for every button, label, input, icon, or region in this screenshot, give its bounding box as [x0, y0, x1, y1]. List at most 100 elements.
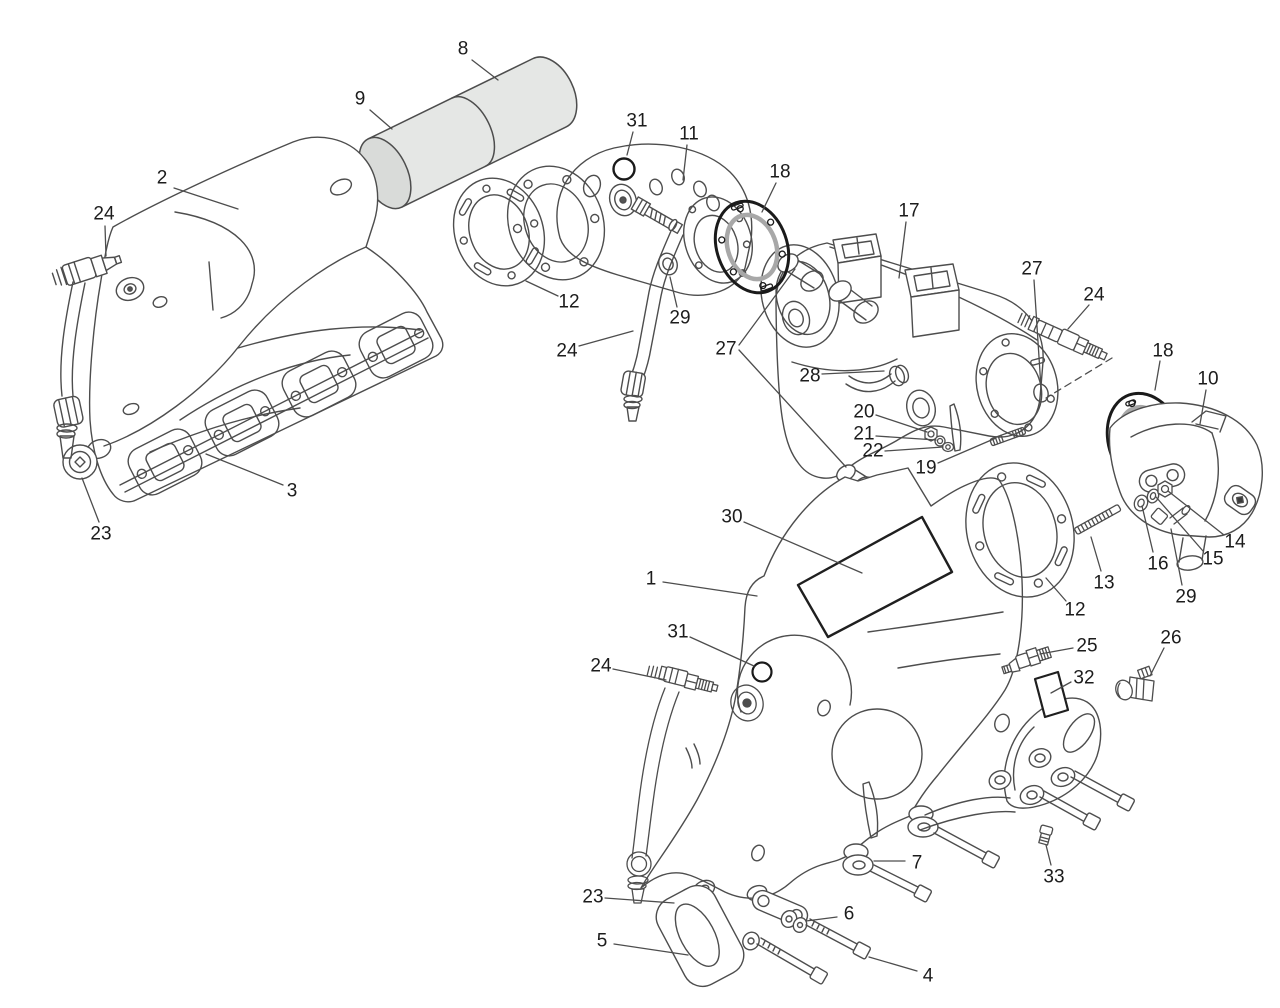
callout-leader-11: [682, 144, 688, 181]
callout-leader-31: [626, 131, 634, 156]
callout-label-23: 23: [90, 524, 111, 545]
callout-leader-12: [525, 280, 559, 297]
part-27-spout-upper: [777, 253, 824, 292]
callout-label-17: 17: [898, 201, 919, 222]
part-13-stud-bolt: [1074, 504, 1122, 535]
callout-leader-lines: [81, 59, 1225, 972]
callout-label-5: 5: [597, 931, 608, 952]
installation-dashed-line: [1045, 357, 1113, 399]
callout-leader-5: [613, 943, 689, 956]
callout-label-31: 31: [626, 111, 647, 132]
part-17-manifold-center: [760, 233, 1059, 498]
callout-leader-21: [875, 435, 937, 441]
part-19-stud: [989, 426, 1027, 447]
callout-label-4: 4: [923, 966, 934, 987]
callout-label-27: 27: [1021, 259, 1042, 280]
callout-label-30: 30: [721, 507, 742, 528]
part-28-hose: [845, 364, 910, 393]
callout-leader-8: [471, 59, 499, 81]
part-7-mounts: [842, 805, 1000, 903]
flange-ring: [506, 165, 606, 281]
part-4-bolt: [742, 931, 829, 985]
callout-label-8: 8: [458, 39, 469, 60]
callout-leader-19: [937, 437, 997, 464]
callout-label-15: 15: [1202, 549, 1223, 570]
callout-label-20: 20: [853, 402, 874, 423]
callout-leader-27: [1033, 279, 1042, 389]
part-24-connector-c: [620, 370, 646, 398]
part-27-fitting-a: [630, 196, 684, 235]
callout-leader-2: [173, 187, 239, 210]
callout-label-23: 23: [582, 887, 603, 908]
part-8-muffler-cylinder: [358, 56, 578, 210]
callout-label-12: 12: [558, 292, 579, 313]
callout-label-11: 11: [679, 124, 699, 145]
callout-label-21: 21: [853, 424, 874, 445]
part-12-gasket-b: [965, 462, 1075, 598]
callout-label-1: 1: [646, 569, 657, 590]
callout-leader-23: [604, 897, 675, 904]
riser-box: [904, 263, 960, 338]
spout-middle: [828, 280, 879, 324]
callout-leader-16: [1141, 505, 1154, 553]
fitting-boss: [1033, 383, 1049, 403]
part-24-sensor-d: [626, 665, 764, 904]
callout-leader-28: [821, 370, 885, 375]
callout-leader-18: [761, 182, 777, 213]
port-gasket: [358, 311, 434, 379]
callout-leader-32: [1050, 681, 1072, 694]
callout-leader-4: [868, 956, 918, 972]
callout-label-25: 25: [1076, 636, 1097, 657]
callout-leader-27: [738, 349, 847, 468]
callout-label-27: 27: [715, 339, 736, 360]
callout-label-14: 14: [1224, 532, 1246, 553]
callout-label-16: 16: [1147, 554, 1168, 575]
callout-label-9: 9: [355, 89, 366, 110]
callout-label-24: 24: [93, 204, 115, 225]
callout-leader-12: [1045, 577, 1067, 602]
part-26-plug-fitting: [1115, 665, 1155, 702]
callout-label-32: 32: [1073, 668, 1094, 689]
callout-label-6: 6: [844, 904, 855, 925]
callout-leader-9: [369, 109, 393, 130]
callout-leader-15: [1155, 496, 1204, 552]
callout-label-19: 19: [915, 458, 936, 479]
part-4-bolt: [805, 918, 871, 960]
port-gasket: [281, 350, 357, 418]
part-24-sensor-a: [51, 254, 123, 459]
hardware-14-15-16: [1133, 480, 1173, 512]
callout-leader-17: [898, 221, 907, 279]
part-11-elbow: [556, 143, 753, 422]
callout-label-24: 24: [556, 341, 578, 362]
callout-label-10: 10: [1197, 369, 1218, 390]
callout-leader-24: [612, 668, 667, 681]
part-31-oring-a: [612, 157, 636, 181]
callout-label-24: 24: [1083, 285, 1105, 306]
callout-leader-1: [662, 581, 758, 597]
callout-leader-24: [1067, 304, 1090, 330]
callout-leader-31: [689, 636, 755, 667]
callout-label-13: 13: [1093, 573, 1114, 594]
callout-leader-18: [1154, 360, 1161, 391]
callout-label-24: 24: [590, 656, 612, 677]
callout-label-2: 2: [157, 168, 168, 189]
callout-leader-24: [104, 225, 107, 257]
bracket-link-and-bolts: [742, 884, 871, 985]
part-2-3-port-manifold-assembly: [88, 136, 444, 503]
part-5-gasket-plate: [655, 884, 745, 988]
callout-label-31: 31: [667, 622, 688, 643]
callout-leader-22: [884, 446, 944, 452]
callout-label-7: 7: [912, 853, 923, 874]
callout-label-33: 33: [1043, 867, 1064, 888]
part-6-washers: [780, 909, 808, 934]
callout-leader-24: [578, 330, 634, 347]
part-30-decal: [796, 515, 954, 639]
bottom-boss: [905, 389, 937, 427]
part-12-gasket-a: [452, 177, 546, 287]
side-boss: [1223, 484, 1257, 516]
part-33-plug: [1038, 824, 1054, 846]
hardware-20-21-22: [924, 426, 955, 453]
